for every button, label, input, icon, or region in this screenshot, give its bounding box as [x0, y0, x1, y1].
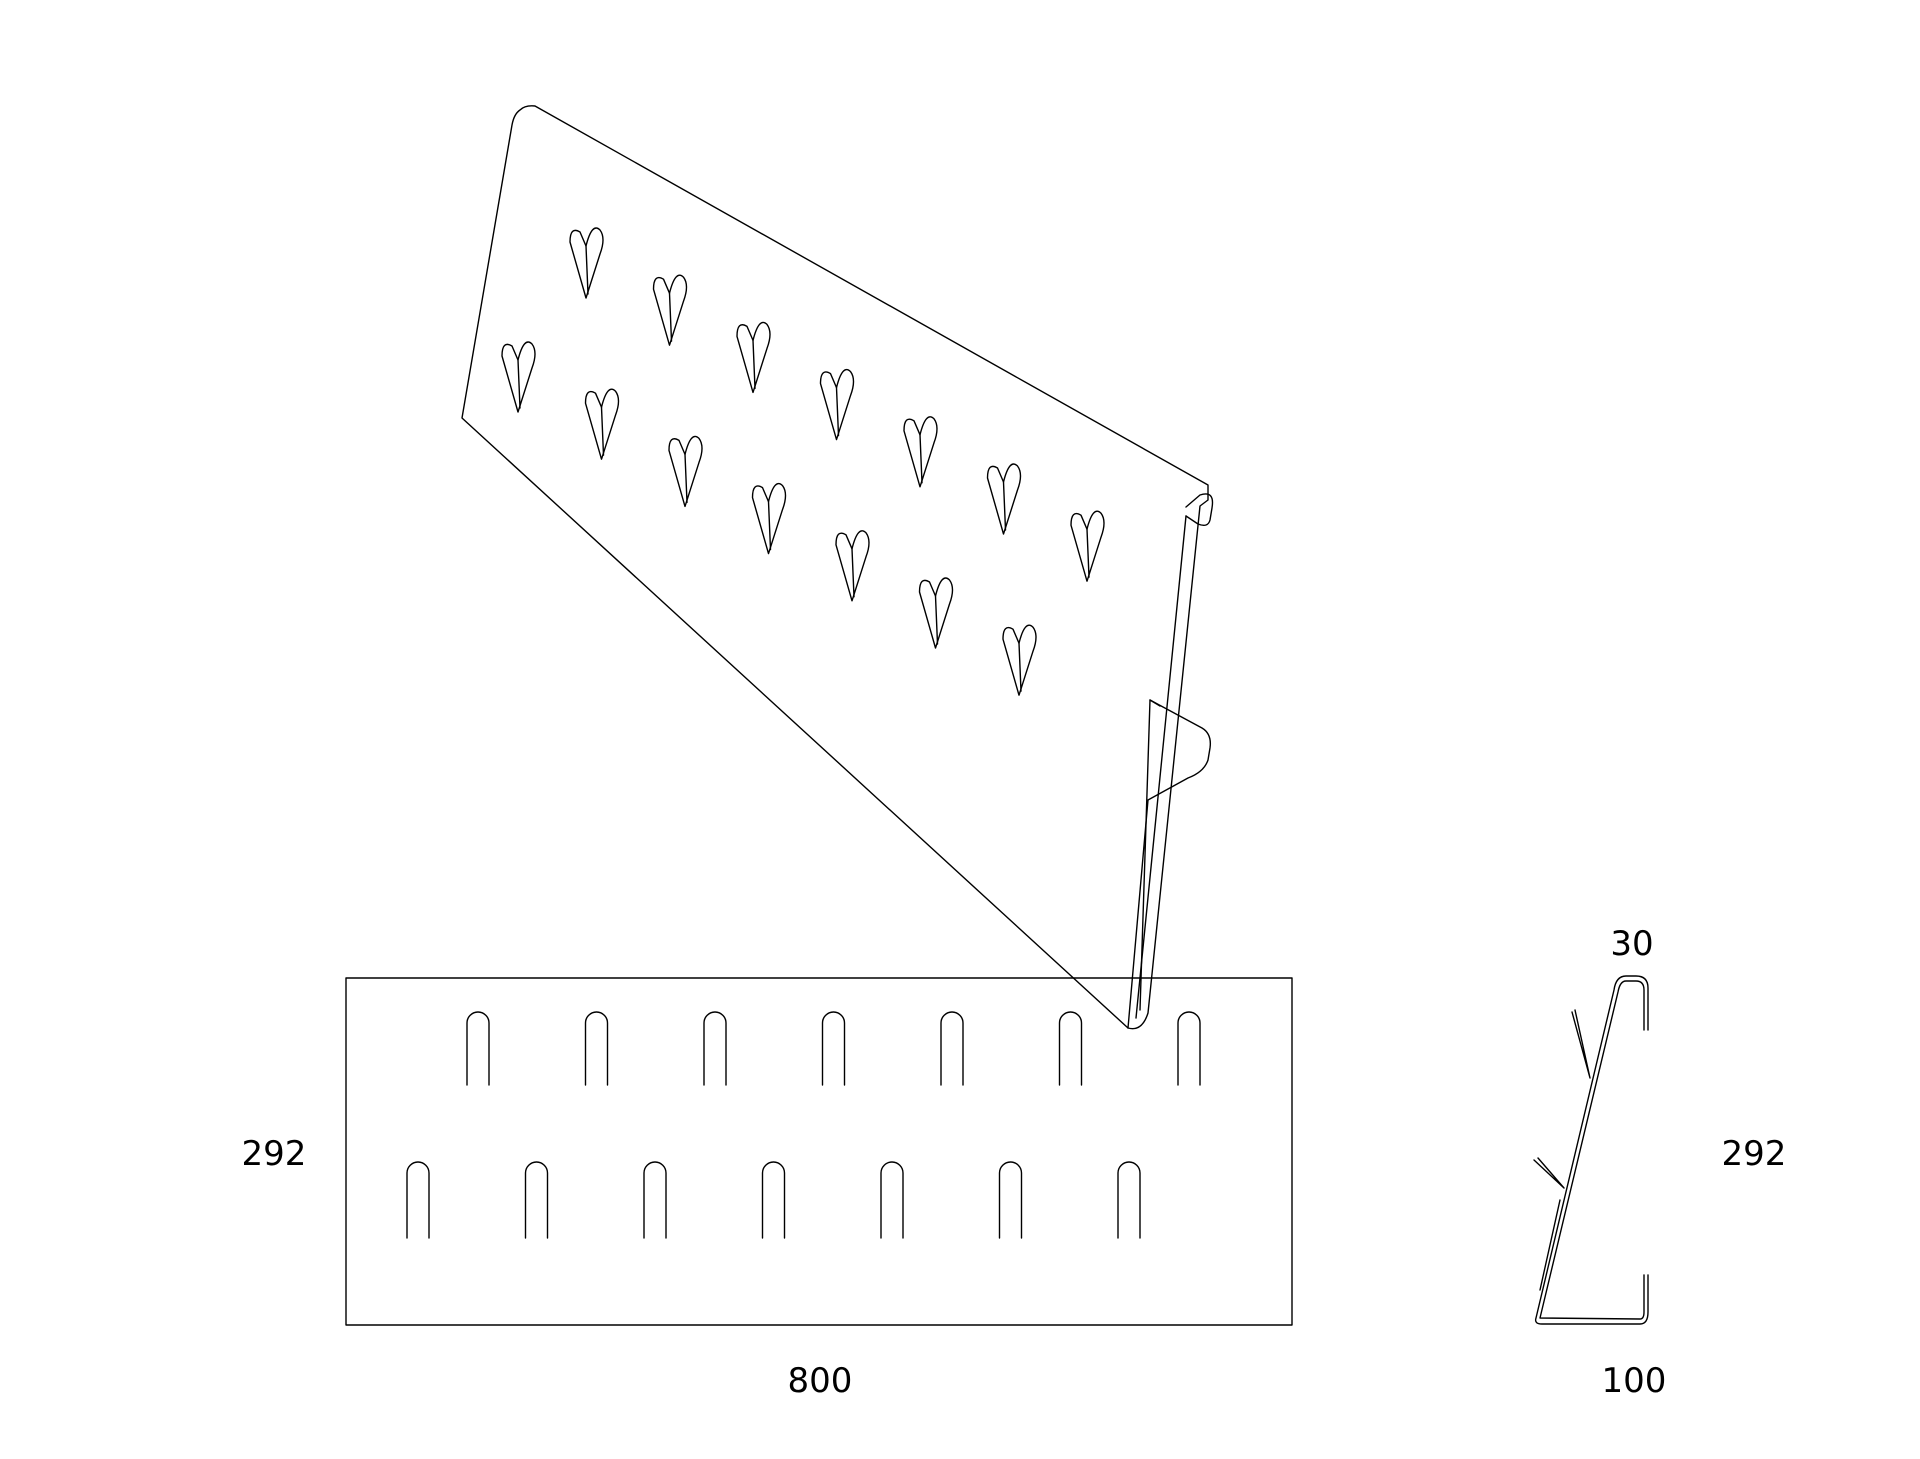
iso-hook-fold — [1018, 642, 1022, 692]
front-slot — [880, 1161, 904, 1239]
panel-outline — [461, 105, 1209, 1030]
front-slot — [466, 1011, 490, 1086]
iso-hook — [751, 482, 787, 555]
dim-side-height: 292 — [1722, 1134, 1787, 1174]
iso-hook-fold — [600, 406, 605, 456]
front-slot — [821, 1011, 846, 1086]
bottom-tray — [1127, 699, 1212, 1029]
front-slot — [1177, 1011, 1201, 1086]
iso-hook — [1070, 510, 1105, 582]
front-slot — [584, 1011, 609, 1086]
iso-hook-fold — [752, 339, 756, 390]
front-slot — [643, 1161, 667, 1239]
iso-hook-fold — [767, 500, 772, 551]
iso-hook-fold — [851, 548, 855, 598]
front-slot — [703, 1011, 727, 1086]
front-slot — [940, 1011, 964, 1086]
iso-hook — [501, 341, 536, 413]
iso-hook-fold — [934, 595, 939, 645]
side-view — [1533, 975, 1649, 1325]
top-lip — [1185, 493, 1214, 527]
iso-hook-fold — [1086, 528, 1090, 578]
dim-front-width: 800 — [788, 1361, 853, 1401]
dim-side-top: 30 — [1610, 924, 1653, 964]
side-hook-upper — [1571, 1009, 1591, 1079]
back-edge — [1135, 515, 1187, 1019]
dim-front-height: 292 — [242, 1134, 307, 1174]
iso-hook — [652, 274, 688, 346]
iso-hook-fold — [668, 292, 673, 342]
iso-hook — [584, 388, 620, 460]
iso-hook-fold — [919, 434, 923, 484]
iso-hook — [1002, 624, 1037, 696]
iso-hook — [736, 321, 771, 394]
iso-hook — [918, 577, 954, 649]
front-slots — [406, 1011, 1201, 1239]
iso-hook-fold — [517, 359, 521, 409]
isometric-hooks — [501, 227, 1105, 696]
front-slot — [998, 1161, 1023, 1239]
side-hook-lower — [1533, 1157, 1565, 1291]
iso-hook — [668, 435, 703, 508]
dim-side-depth: 100 — [1602, 1361, 1667, 1401]
iso-hook-fold — [1002, 481, 1007, 531]
front-slot — [524, 1161, 549, 1239]
front-slot — [761, 1161, 786, 1239]
iso-hook — [986, 463, 1022, 535]
front-view — [345, 977, 1293, 1326]
side-profile-inner — [1539, 980, 1645, 1320]
front-slot — [1117, 1161, 1141, 1239]
iso-hook — [835, 530, 870, 602]
iso-hook — [569, 227, 604, 299]
iso-hook-fold — [585, 245, 589, 295]
front-slot — [406, 1161, 430, 1239]
front-panel — [345, 977, 1293, 1326]
iso-hook-fold — [684, 453, 688, 504]
bottom-tray-inner — [1139, 699, 1161, 1011]
isometric-view — [461, 105, 1214, 1030]
side-profile — [1534, 975, 1649, 1325]
iso-hook — [819, 368, 855, 441]
iso-hook — [903, 416, 938, 488]
front-slot — [1058, 1011, 1083, 1086]
iso-hook-fold — [835, 386, 840, 437]
